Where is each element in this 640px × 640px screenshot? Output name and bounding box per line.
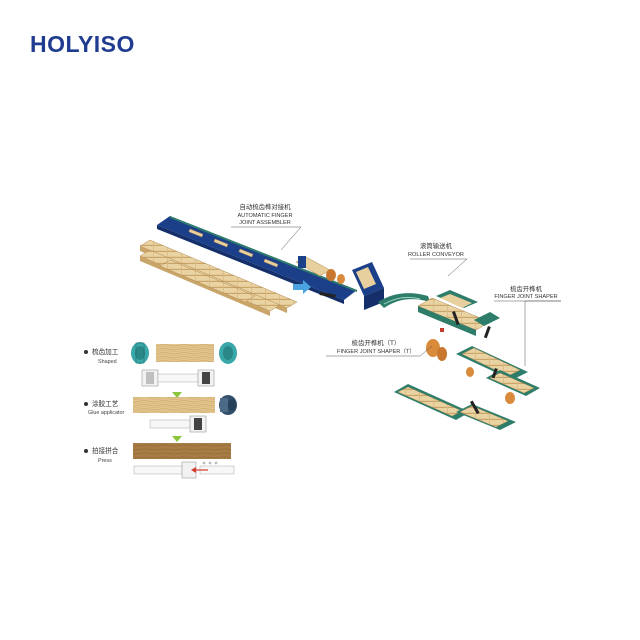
shaper-label-en: FINGER JOINT SHAPER (494, 294, 557, 300)
shaper-cutter-icon (131, 342, 149, 364)
cutter-icon (326, 269, 336, 281)
down-arrow-icon (172, 392, 182, 398)
shaper-arrow-icon (451, 310, 460, 326)
shaper-label-cn: 梳齿开榫机 (510, 284, 543, 293)
clamp-fixture-1 (141, 369, 215, 387)
board-glued (133, 397, 215, 413)
roller-label-cn: 滚筒输送机 (420, 241, 453, 250)
clamp-fixture-2 (149, 415, 207, 433)
board-pressed (133, 443, 231, 459)
assembler-wood-stack (139, 239, 298, 316)
glue-roller-icon (219, 395, 237, 415)
assembler-label-en1: AUTOMATIC FINGER (237, 213, 292, 219)
shaper-cutter-icon-2 (219, 342, 237, 364)
roller-label-en: ROLLER CONVEYOR (408, 252, 464, 258)
press-fixture (133, 461, 235, 479)
shaper-t-label-en: FINGER JOINT SHAPER（T） (337, 348, 415, 355)
step-2-cn: 涂胶工艺 (92, 399, 119, 408)
process-steps: 梳齿加工 Shaped 涂胶工艺 Glue applicator (84, 342, 237, 479)
assembler-label-en2: JOINT ASSEMBLER (239, 220, 291, 226)
down-arrow-icon-2 (172, 436, 182, 442)
finger-joint-shaper-t: 梳齿开榫机（T） FINGER JOINT SHAPER（T） (326, 338, 540, 430)
shaper-t-label-cn: 梳齿开榫机（T） (352, 338, 401, 347)
flow-arrow-icon (293, 280, 311, 294)
step-1-en: Shaped (98, 359, 117, 365)
brand-logo: HOLYISO (30, 31, 135, 57)
shaper-t-cutter-icon (426, 339, 440, 357)
step-2-en: Glue applicator (88, 410, 124, 416)
roller-conveyor: 滚筒输送机 ROLLER CONVEYOR (352, 241, 468, 310)
step-3-en: Press (98, 458, 112, 464)
step-3-cn: 拍接拼合 (92, 446, 119, 455)
finger-joint-shaper: 梳齿开榫机 FINGER JOINT SHAPER (417, 284, 561, 366)
finger-joint-assembler: 自动梳齿榫对接机 AUTOMATIC FINGER JOINT ASSEMBLE… (139, 202, 357, 316)
press-arrow-icon (191, 467, 196, 473)
assembler-conveyor-top (157, 216, 357, 300)
board-shaped (156, 344, 214, 362)
assembler-label-cn: 自动梳齿榫对接机 (239, 202, 291, 211)
step-1-cn: 梳齿加工 (92, 347, 119, 356)
